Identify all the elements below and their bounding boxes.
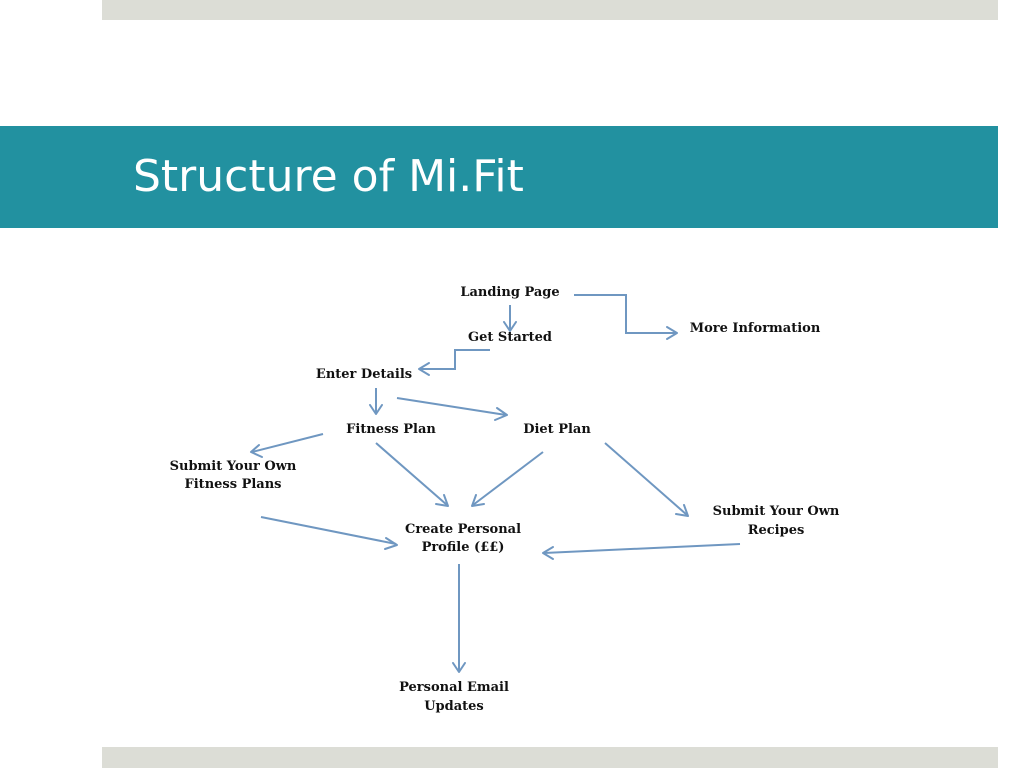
title-bar — [0, 126, 998, 228]
bottom-decorative-band — [102, 747, 998, 768]
node-submit-recipes-line2: Recipes — [748, 523, 805, 538]
edge-submit-fitness-to-create-profile — [260, 516, 398, 550]
node-submit-fitness-plans-line2: Fitness Plans — [185, 477, 282, 492]
top-decorative-band — [102, 0, 998, 20]
slide-title: Structure of Mi.Fit — [133, 151, 524, 202]
node-create-profile-line2: Profile (££) — [422, 540, 505, 555]
edge-submit-recipes-to-create-profile — [542, 543, 741, 560]
node-submit-fitness-plans-line1: Submit Your Own — [170, 459, 297, 474]
edge-fitness-plan-to-submit-fitness — [250, 433, 324, 458]
node-create-profile-line1: Create Personal — [405, 522, 521, 537]
edge-enter-details-to-fitness-plan — [369, 388, 383, 415]
node-fitness-plan: Fitness Plan — [346, 422, 436, 437]
edge-create-profile-to-email-updates — [452, 564, 466, 673]
diagram-edges — [250, 294, 741, 673]
diagram-nodes: Landing Page Get Started More Informatio… — [170, 285, 840, 714]
edge-get-started-to-enter-details — [418, 349, 490, 376]
edge-landing-to-more-information — [574, 294, 678, 340]
edge-diet-plan-to-create-profile — [471, 451, 544, 507]
edge-landing-to-get-started — [503, 305, 517, 332]
node-email-updates-line1: Personal Email — [399, 680, 509, 695]
edge-fitness-plan-to-create-profile — [375, 442, 449, 507]
node-enter-details: Enter Details — [316, 367, 412, 382]
node-landing-page: Landing Page — [460, 285, 559, 300]
node-submit-recipes-line1: Submit Your Own — [713, 504, 840, 519]
node-more-information: More Information — [690, 321, 821, 336]
node-email-updates-line2: Updates — [424, 699, 484, 714]
node-get-started: Get Started — [468, 330, 552, 345]
node-diet-plan: Diet Plan — [523, 422, 591, 437]
edge-enter-details-to-diet-plan — [396, 397, 508, 421]
edge-diet-plan-to-submit-recipes — [604, 442, 689, 517]
